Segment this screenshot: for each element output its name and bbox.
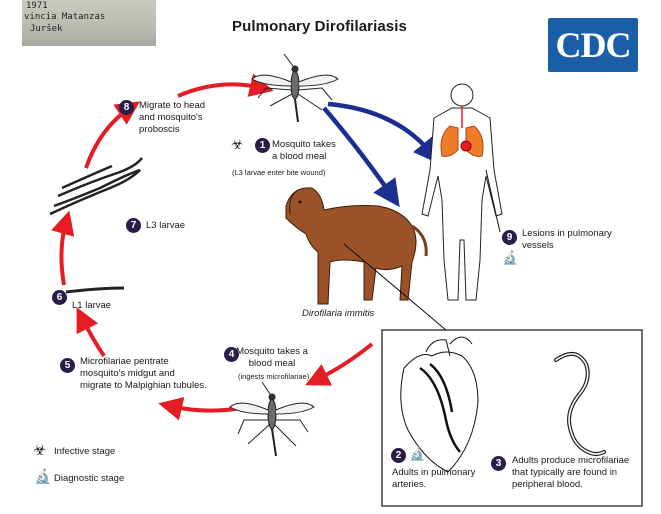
arrow-5-to-6 <box>76 307 106 358</box>
l1-larvae-illustration <box>65 286 125 294</box>
step-4-label: Mosquito takes a blood meal <box>236 346 308 369</box>
human-illustration <box>421 83 503 301</box>
arrow-to-human <box>327 101 441 165</box>
step-4-badge: 4 <box>224 347 239 362</box>
cdc-logo-text: CDC <box>555 25 632 65</box>
mosquito-bottom-illustration <box>229 381 315 457</box>
dog-illustration <box>285 187 428 305</box>
step-5-label: Microfilariae pentrate mosquito's midgut… <box>80 356 207 391</box>
arrow-3-to-4 <box>305 342 374 386</box>
step-4-note: (ingests microfilariae) <box>238 372 310 381</box>
legend-infective-label: Infective stage <box>54 446 116 457</box>
photo-label-line-2: vincia Matanzas <box>24 12 106 22</box>
species-label: Dirofilaria immitis <box>302 308 375 319</box>
photo-label-line-3: Juršek <box>30 24 63 34</box>
step-2-badge: 2 <box>391 448 406 463</box>
step-3-label: Adults produce microfilariae that typica… <box>512 455 630 490</box>
photo-label-line-1: 1971 <box>26 1 48 11</box>
step-1-biohazard-icon: ☣ <box>231 136 244 152</box>
l3-larvae-illustration <box>49 157 143 216</box>
step-9-microscope-icon: 🔬 <box>502 250 519 265</box>
heart-illustration <box>400 336 479 473</box>
arrow-8-to-1 <box>177 73 274 98</box>
step-1-note: (L3 larvae enter bite wound) <box>232 168 326 177</box>
step-8-label: Migrate to head and mosquito's proboscis <box>139 100 206 135</box>
step-7-label: L3 larvae <box>146 220 186 231</box>
arrow-6-to-7 <box>51 210 75 286</box>
step-2-label: Adults in pulmonary arteries. <box>392 467 476 490</box>
legend-biohazard-icon: ☣ <box>33 442 47 459</box>
step-9-label: Lesions in pulmonary vessels <box>522 228 612 251</box>
specimen-label-photo: 1971 vincia Matanzas Juršek <box>22 0 156 46</box>
step-1-label: Mosquito takes a blood meal <box>272 139 336 162</box>
step-1-badge: 1 <box>255 138 270 153</box>
step-6-badge: 6 <box>52 290 67 305</box>
step-9-badge: 9 <box>502 230 517 245</box>
mosquito-top-illustration <box>251 53 339 123</box>
legend-diagnostic-label: Diagnostic stage <box>54 473 125 484</box>
arrow-7-to-8 <box>84 101 140 169</box>
diagram-title: Pulmonary Dirofilariasis <box>232 18 407 35</box>
step-3-badge: 3 <box>491 456 506 471</box>
legend-microscope-icon: 🔬 <box>34 468 52 484</box>
arrow-to-dog <box>322 106 400 208</box>
cdc-logo: CDC <box>548 18 638 72</box>
step-2-microscope-icon: 🔬 <box>409 446 426 461</box>
pointer-lines <box>343 169 501 331</box>
step-8-badge: 8 <box>119 100 134 115</box>
step-7-badge: 7 <box>126 218 141 233</box>
step-6-label: L1 larvae <box>72 300 112 311</box>
step-5-badge: 5 <box>60 358 75 373</box>
